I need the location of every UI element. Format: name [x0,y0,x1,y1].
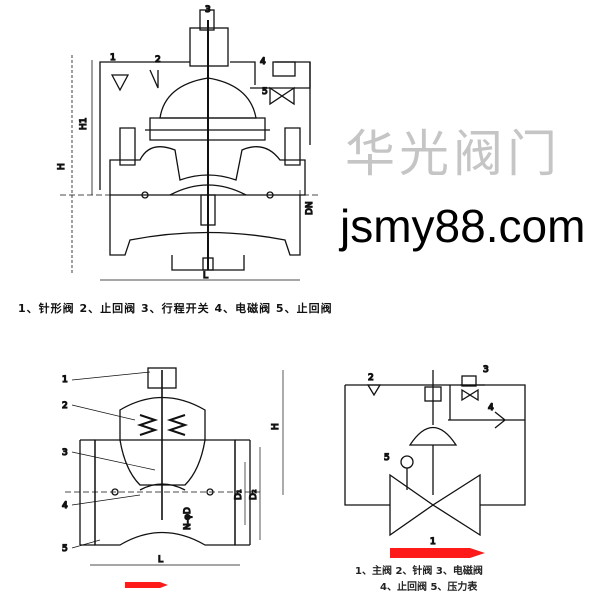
bottom-right-schematic [344,370,526,558]
top-label-3: 3 [205,5,211,15]
dim-H1: H1 [79,118,89,131]
top-label-5: 5 [262,87,268,97]
br-label-2: 2 [368,373,374,383]
bl-label-1: 1 [62,375,68,385]
br-label-4: 4 [488,403,494,413]
br-label-3: 3 [483,365,489,375]
top-label-1: 1 [110,53,116,63]
flow-arrow-left [125,582,168,588]
bl-label-2: 2 [62,401,68,411]
dim-H: H [57,163,67,170]
dim-D1: D₁ [234,489,244,500]
br-label-1: 1 [430,537,436,547]
br-label-5: 5 [384,453,390,463]
dim-D2: D₂ [249,489,259,500]
flow-arrow-right [390,548,485,558]
dim-bl-L: L [158,555,163,565]
brand-watermark: 华光阀门 [345,125,561,183]
dim-DN: DN [305,201,315,215]
bl-label-4: 4 [62,501,68,511]
bottom-left-valve-drawing [65,367,284,588]
top-label-4: 4 [260,57,266,67]
site-watermark: jsmy88.com [340,200,586,252]
dim-N-D: N-φD [183,507,193,530]
dim-L: L [203,271,208,281]
bottom-right-legend-line2: 4、止回阀 5、压力表 [380,582,478,593]
top-valve-drawing [60,9,320,281]
bottom-right-legend-line1: 1、主阀 2、针阀 3、电磁阀 [355,566,483,577]
bl-label-3: 3 [62,448,68,458]
top-legend: 1、针形阀 2、止回阀 3、行程开关 4、电磁阀 5、止回阀 [18,302,333,315]
top-label-2: 2 [155,55,161,65]
bl-label-5: 5 [62,544,68,554]
dim-bl-H: H [271,423,281,430]
